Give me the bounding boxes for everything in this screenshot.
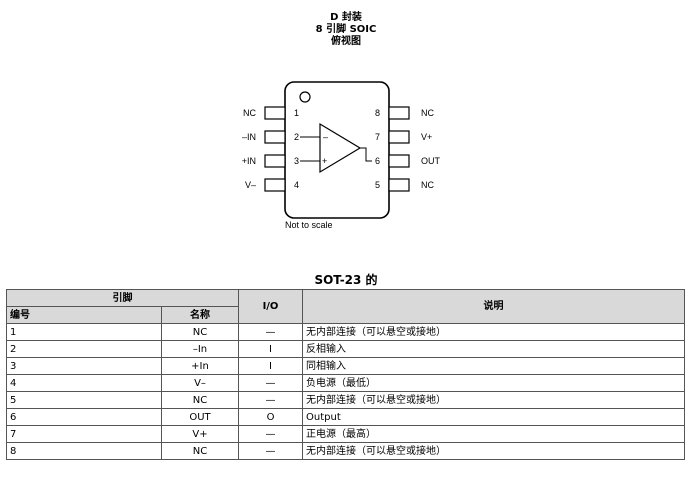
header-number: 编号 [6, 306, 162, 324]
table-row: 2 –In I 反相输入 [6, 340, 685, 358]
pin-lead-1 [264, 106, 286, 120]
pin-number-7: 7 [375, 132, 380, 142]
pin-label-7: V+ [421, 132, 432, 142]
scale-note: Not to scale [285, 220, 333, 230]
pin-number-1: 1 [294, 108, 299, 118]
cell-io: — [238, 442, 303, 460]
header-io: I/O [238, 289, 303, 324]
cell-description: 负电源（最低） [302, 374, 685, 392]
cell-io: — [238, 425, 303, 443]
cell-number: 8 [6, 442, 162, 460]
cell-number: 3 [6, 357, 162, 375]
pin-label-2: –IN [242, 132, 256, 142]
table-row: 6 OUT O Output [6, 408, 685, 426]
pin-lead-4 [264, 178, 286, 192]
pin-number-5: 5 [375, 180, 380, 190]
opamp-plus-sign: + [322, 156, 327, 166]
cell-name: NC [161, 442, 239, 460]
pin-lead-5 [388, 178, 410, 192]
header-pin-group: 引脚 [6, 289, 239, 307]
cell-number: 4 [6, 374, 162, 392]
opamp-triangle-icon [319, 122, 362, 174]
cell-io: — [238, 374, 303, 392]
cell-number: 1 [6, 323, 162, 341]
cell-description: Output [302, 408, 685, 426]
pin-lead-8 [388, 106, 410, 120]
table-row: 8 NC — 无内部连接（可以悬空或接地） [6, 442, 685, 460]
cell-name: V+ [161, 425, 239, 443]
pin-label-3: +IN [242, 156, 256, 166]
cell-io: I [238, 340, 303, 358]
opamp-minus-sign: – [323, 132, 328, 142]
cell-description: 无内部连接（可以悬空或接地） [302, 323, 685, 341]
cell-description: 同相输入 [302, 357, 685, 375]
cell-name: OUT [161, 408, 239, 426]
output-wire [360, 147, 372, 162]
header-name: 名称 [161, 306, 239, 324]
pin-lead-7 [388, 130, 410, 144]
pin-label-8: NC [421, 108, 434, 118]
pin-lead-6 [388, 154, 410, 168]
package-view: 俯视图 [331, 36, 361, 47]
table-row: 7 V+ — 正电源（最高） [6, 425, 685, 443]
cell-io: I [238, 357, 303, 375]
pin-label-1: NC [243, 108, 256, 118]
pin-function-table: 引脚 I/O 说明 编号 名称 1 NC — 无内部连接（可以悬空或接地） 2 … [6, 289, 685, 460]
package-pin-count: 8 引脚 SOIC [315, 24, 377, 35]
pinout-diagram: NC –IN +IN V– NC V+ OUT NC 1 2 3 4 8 7 6… [242, 81, 441, 230]
pin-number-6: 6 [375, 156, 380, 166]
cell-io: O [238, 408, 303, 426]
table-title: SOT-23 的 [314, 273, 378, 287]
cell-name: V– [161, 374, 239, 392]
cell-description: 无内部连接（可以悬空或接地） [302, 442, 685, 460]
cell-number: 2 [6, 340, 162, 358]
pin1-marker [299, 91, 311, 103]
cell-number: 6 [6, 408, 162, 426]
cell-description: 反相输入 [302, 340, 685, 358]
pin-label-6: OUT [421, 156, 441, 166]
cell-description: 正电源（最高） [302, 425, 685, 443]
cell-name: +In [161, 357, 239, 375]
cell-io: — [238, 391, 303, 409]
cell-io: — [238, 323, 303, 341]
pin-lead-2 [264, 130, 286, 144]
cell-number: 5 [6, 391, 162, 409]
table-row: 3 +In I 同相输入 [6, 357, 685, 375]
cell-number: 7 [6, 425, 162, 443]
pin-number-2: 2 [294, 132, 299, 142]
pin-label-4: V– [245, 180, 256, 190]
pin-number-3: 3 [294, 156, 299, 166]
table-row: 1 NC — 无内部连接（可以悬空或接地） [6, 323, 685, 341]
pin-lead-3 [264, 154, 286, 168]
cell-description: 无内部连接（可以悬空或接地） [302, 391, 685, 409]
pin-number-8: 8 [375, 108, 380, 118]
table-row: 4 V– — 负电源（最低） [6, 374, 685, 392]
pin-number-4: 4 [294, 180, 299, 190]
cell-name: NC [161, 323, 239, 341]
table-row: 5 NC — 无内部连接（可以悬空或接地） [6, 391, 685, 409]
header-description: 说明 [302, 289, 685, 324]
package-title: D 封装 [330, 12, 362, 23]
cell-name: –In [161, 340, 239, 358]
pin-label-5: NC [421, 180, 434, 190]
cell-name: NC [161, 391, 239, 409]
